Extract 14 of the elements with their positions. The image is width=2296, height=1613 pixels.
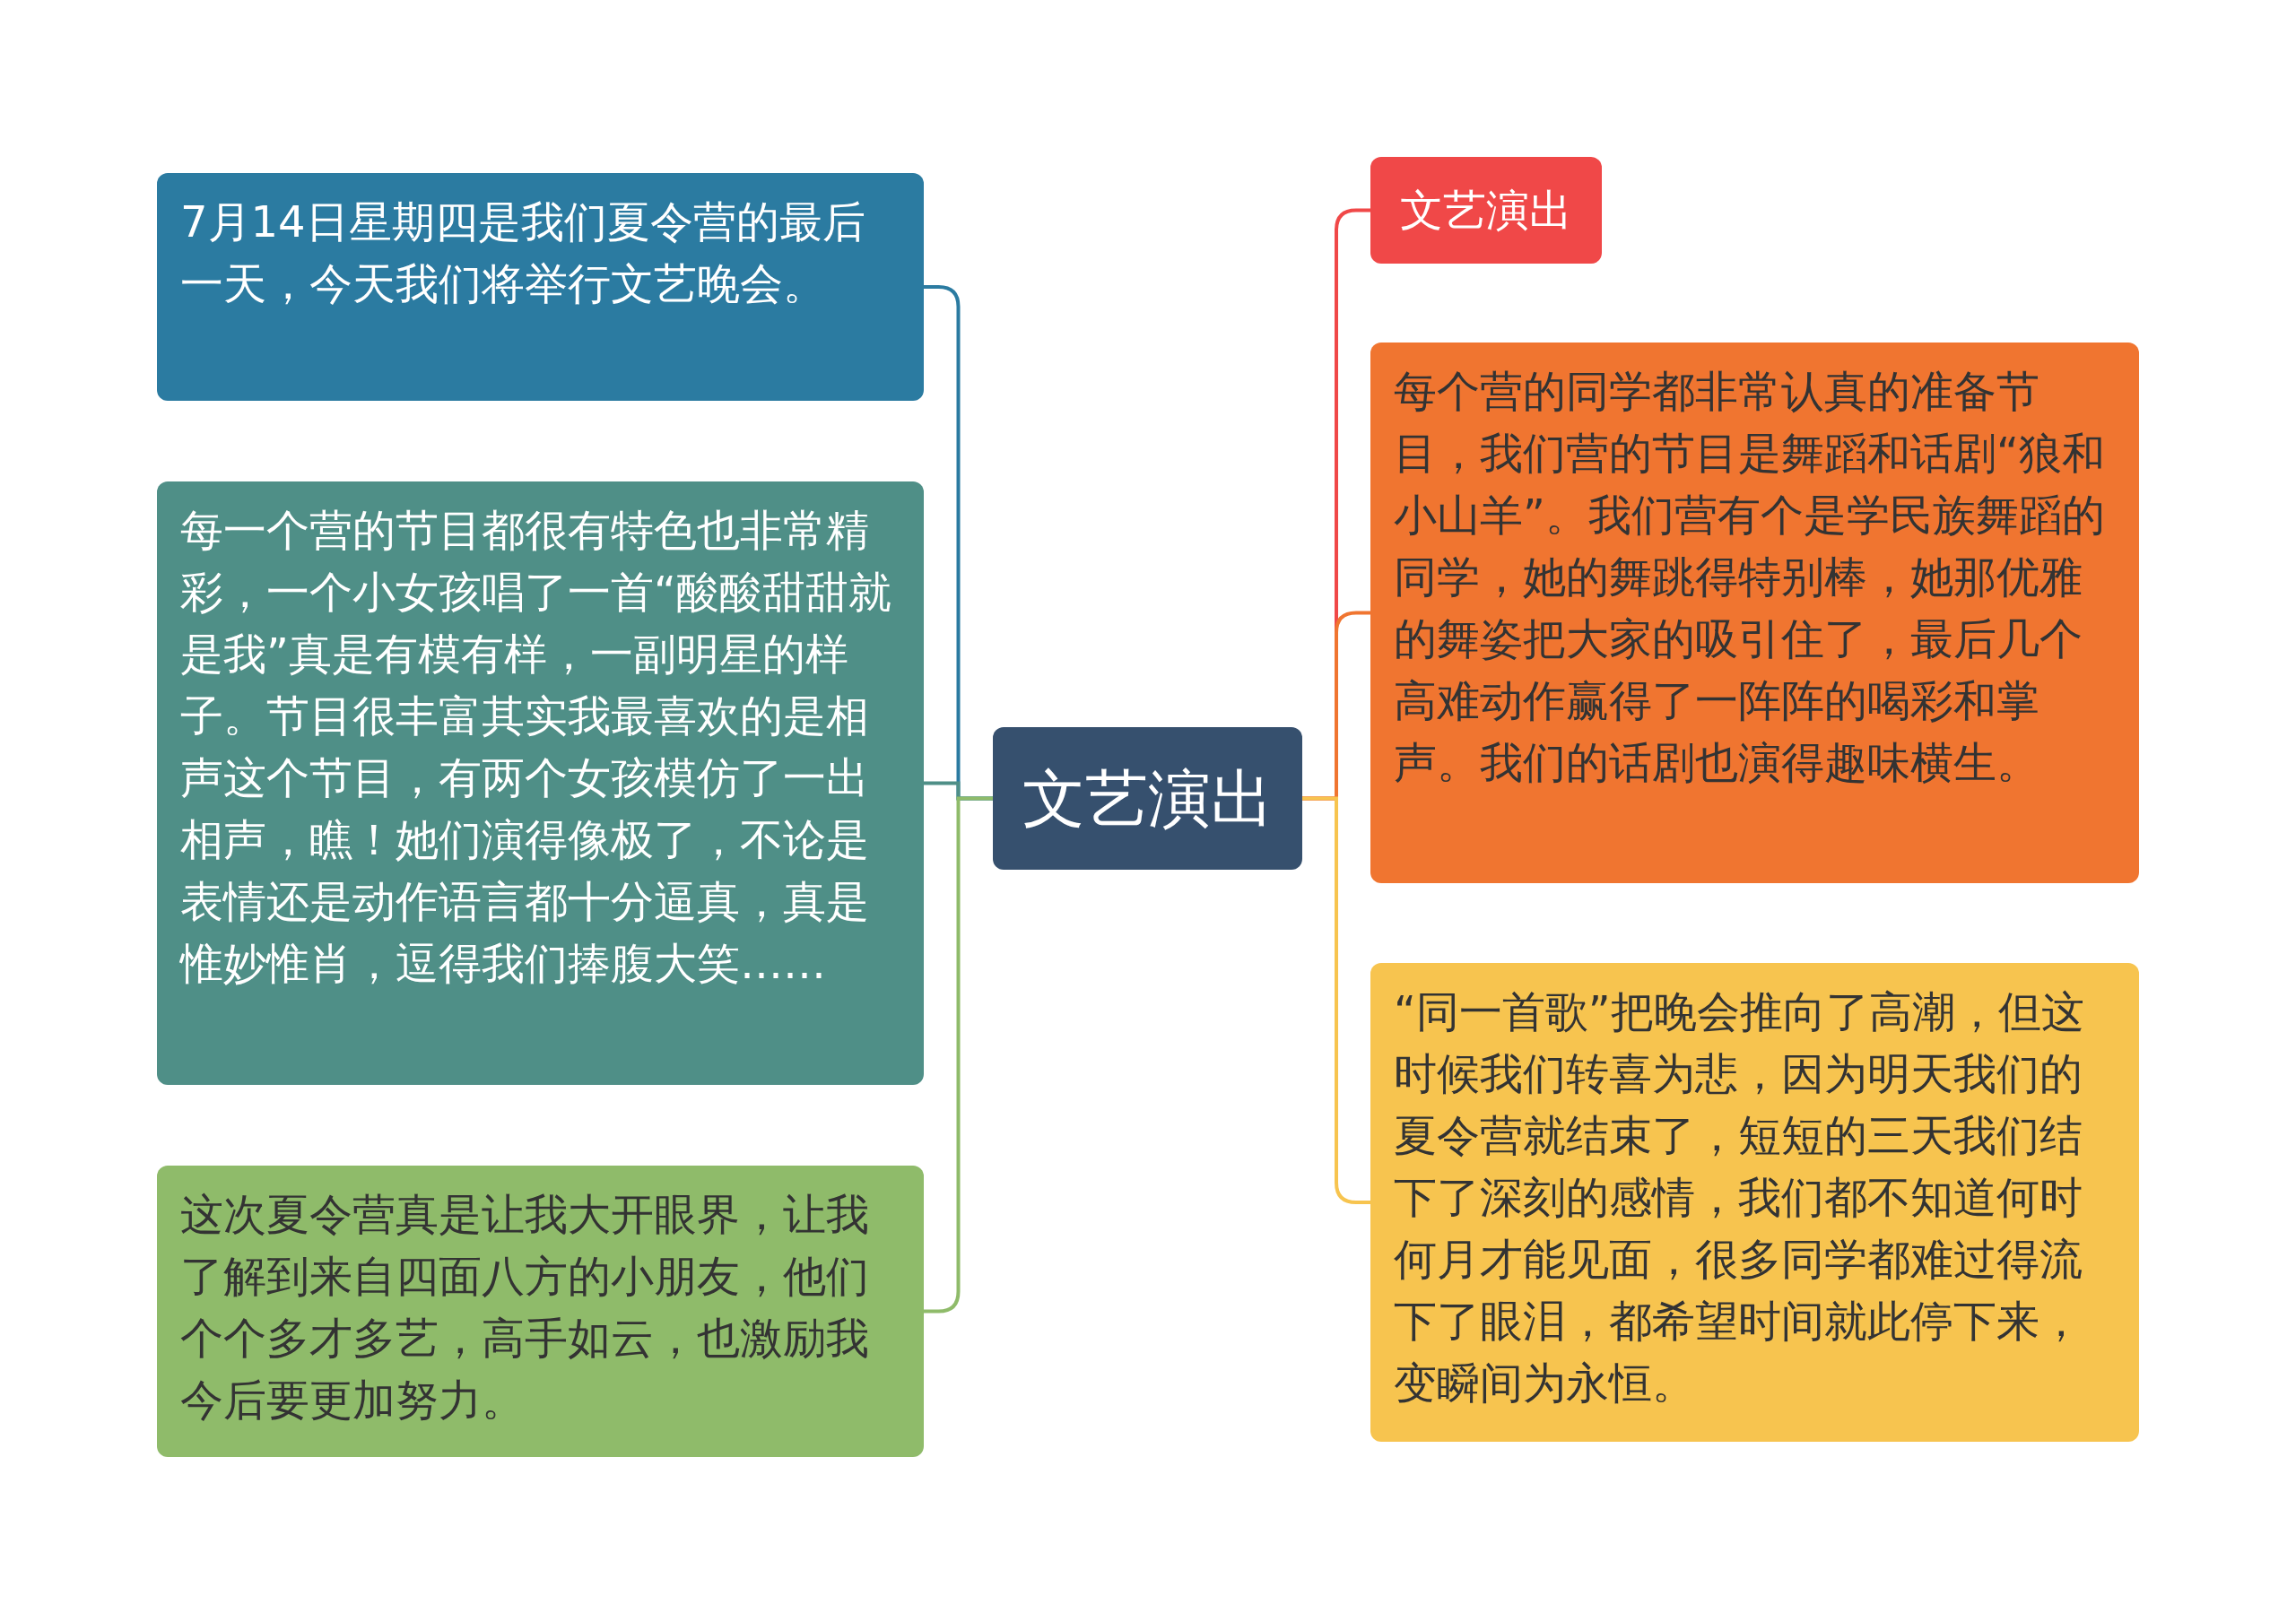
topic-box [157, 1166, 924, 1457]
topic-text: 每个营的同学都非常认真的准备节目，我们营的节目是舞蹈和话剧“狼和小山羊”。我们营有个是学民族舞蹈的同学，她的舞跳得特别棒，她那优雅的舞姿把大家的吸引住了，最后几个高难动作赢得了一阵阵的喝彩和掌声。我们的话剧也演得趣味横生。 [1394, 365, 2106, 789]
topic-text: 文艺演出 [1400, 184, 1572, 237]
topic-text: 这次夏令营真是让我大开眼界，让我了解到来自四面八方的小朋友，他们个个多才多艺，高手如云，也激励我今后要更加努力。 [180, 1188, 870, 1427]
topic-text: 每一个营的节目都很有特色也非常精彩，一个小女孩唱了一首“酸酸甜甜就是我”真是有模有样，一副明星的样子。节目很丰富其实我最喜欢的是相声这个节目，有两个女孩模仿了一出相声，瞧！她们演得像极了，不论是表情还是动作语言都十分逼真，真是惟妙惟肖，逗得我们捧腹大笑…… [180, 504, 892, 990]
topic-text: 文艺演出 [1022, 760, 1274, 837]
topic-text: 7月14日星期四是我们夏令营的最后一天，今天我们将举行文艺晚会。 [180, 195, 866, 310]
topic-box [157, 173, 924, 401]
topic-text: “同一首歌”把晚会推向了高潮，但这时候我们转喜为悲，因为明天我们的夏令营就结束了，短短的三天我们结下了深刻的感情，我们都不知道何时何月才能见面，很多同学都难过得流下了眼泪，都希望时间就此停下来，变瞬间为永恒。 [1394, 985, 2085, 1409]
central-topic-box [993, 727, 1302, 870]
topic-box [1370, 963, 2139, 1442]
topic-box [1370, 157, 1602, 264]
topic-box [157, 481, 924, 1085]
topic-box [1370, 343, 2139, 883]
